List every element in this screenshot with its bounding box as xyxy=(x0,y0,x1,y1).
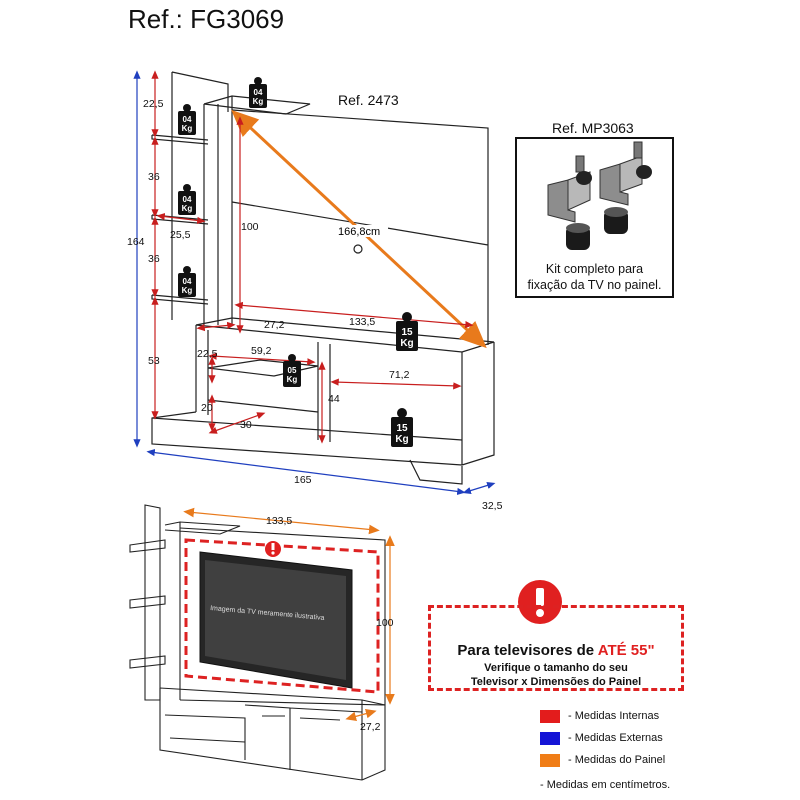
svg-text:04: 04 xyxy=(183,115,192,124)
dim-165: 165 xyxy=(294,474,312,486)
dim-22-5-mid: 22,5 xyxy=(197,348,218,360)
weight-icon-04-b: 04 Kg xyxy=(178,104,196,135)
svg-text:Kg: Kg xyxy=(400,338,413,349)
bottom-dim-27-2: 27,2 xyxy=(360,721,381,733)
dim-71-2: 71,2 xyxy=(389,369,410,381)
dim-36-b: 36 xyxy=(148,253,160,265)
legend-panel: - Medidas do Painel xyxy=(540,753,665,767)
weight-icon-15-a: 15 Kg xyxy=(396,312,418,351)
legend-external: - Medidas Externas xyxy=(540,731,663,745)
kit-caption-line2: fixação da TV no painel. xyxy=(527,278,662,292)
kit-box: Kit completo para fixação da TV no paine… xyxy=(515,137,674,298)
svg-text:15: 15 xyxy=(401,327,413,338)
legend-swatch xyxy=(540,753,560,767)
dim-133-5: 133,5 xyxy=(349,316,375,328)
kit-caption-line1: Kit completo para xyxy=(545,262,644,276)
weight-icon-04-d: 04 Kg xyxy=(178,266,196,297)
reference-title: Ref.: FG3069 xyxy=(128,4,285,34)
weight-icon-05: 05 Kg xyxy=(283,354,301,387)
mounting-kit-illustration xyxy=(547,141,652,250)
svg-text:Kg: Kg xyxy=(395,434,408,445)
svg-text:Kg: Kg xyxy=(182,286,193,295)
furniture-front-view xyxy=(151,71,495,485)
kit-caption: Kit completo para fixação da TV no paine… xyxy=(517,261,672,293)
kit-reference: Ref. MP3063 xyxy=(552,120,634,136)
dim-164: 164 xyxy=(127,236,145,248)
svg-text:04: 04 xyxy=(183,195,192,204)
weight-icon-15-b: 15 Kg xyxy=(391,408,413,447)
svg-text:04: 04 xyxy=(183,277,192,286)
legend-note: - Medidas em centímetros. xyxy=(540,779,671,791)
tv-illustration: Imagem da TV meramente ilustrativa xyxy=(199,551,353,689)
tv-size-warning: Para televisores de ATÉ 55" Verifique o … xyxy=(428,605,684,691)
legend-swatch xyxy=(540,709,560,723)
dim-20: 20 xyxy=(201,402,213,414)
warning-title: Para televisores de ATÉ 55" xyxy=(457,642,655,659)
svg-text:05: 05 xyxy=(288,366,297,375)
dim-166-8: 166,8cm xyxy=(338,226,380,238)
svg-text:Kg: Kg xyxy=(182,204,193,213)
bottom-dim-100: 100 xyxy=(376,617,394,629)
bottom-dim-133-5: 133,5 xyxy=(266,515,292,527)
dim-25-5: 25,5 xyxy=(170,229,191,241)
warning-icon-small xyxy=(265,541,281,557)
svg-text:Kg: Kg xyxy=(182,124,193,133)
dim-32-5: 32,5 xyxy=(482,500,503,512)
dim-44: 44 xyxy=(328,393,340,405)
dim-100: 100 xyxy=(241,221,259,233)
dim-36-a: 36 xyxy=(148,171,160,183)
dim-22-5-top: 22,5 xyxy=(143,98,164,110)
dim-53: 53 xyxy=(148,355,160,367)
dim-59-2: 59,2 xyxy=(251,345,272,357)
weight-icon-04-c: 04 Kg xyxy=(178,184,196,215)
legend-internal: - Medidas Internas xyxy=(540,709,659,723)
legend-swatch xyxy=(540,731,560,745)
svg-text:Kg: Kg xyxy=(253,97,264,106)
panel-reference: Ref. 2473 xyxy=(338,92,399,108)
panel-outline xyxy=(184,538,380,694)
svg-text:04: 04 xyxy=(254,88,263,97)
svg-text:15: 15 xyxy=(396,423,408,434)
warning-icon-large xyxy=(518,580,562,624)
warning-subtitle: Verifique o tamanho do seu Televisor x D… xyxy=(470,662,642,688)
dim-27-2: 27,2 xyxy=(264,319,285,331)
svg-text:Kg: Kg xyxy=(287,375,298,384)
weight-icon-04-a: 04 Kg xyxy=(249,77,267,108)
dim-30: 30 xyxy=(240,419,252,431)
